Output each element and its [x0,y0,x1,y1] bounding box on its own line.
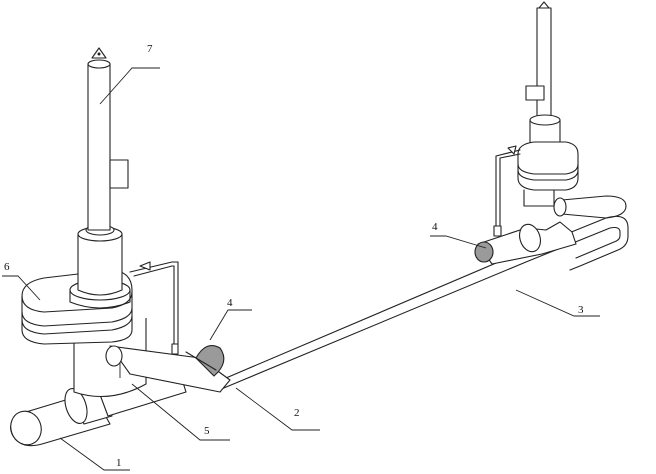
right-instrument-line [493,145,521,237]
label-2: 2 [294,407,300,419]
valve-4-right [474,241,494,263]
label-5: 5 [204,425,210,437]
label-3: 3 [578,304,584,316]
right-column [525,1,561,153]
label-7: 7 [147,43,153,55]
label-4-right: 4 [432,221,438,233]
leader-lines [2,67,600,471]
left-column [77,47,129,296]
right-lower-pipe [477,221,577,265]
label-6: 6 [4,261,10,273]
label-4-left: 4 [227,297,233,309]
crossing-pipe-5 [105,345,231,393]
right-burner [517,141,579,207]
left-instrument-line [129,261,179,355]
label-1: 1 [116,457,122,469]
callout-labels: 7 6 4 4 3 2 5 1 [4,43,584,469]
right-branch-pipe [553,195,627,219]
valve-4-left [185,345,225,377]
